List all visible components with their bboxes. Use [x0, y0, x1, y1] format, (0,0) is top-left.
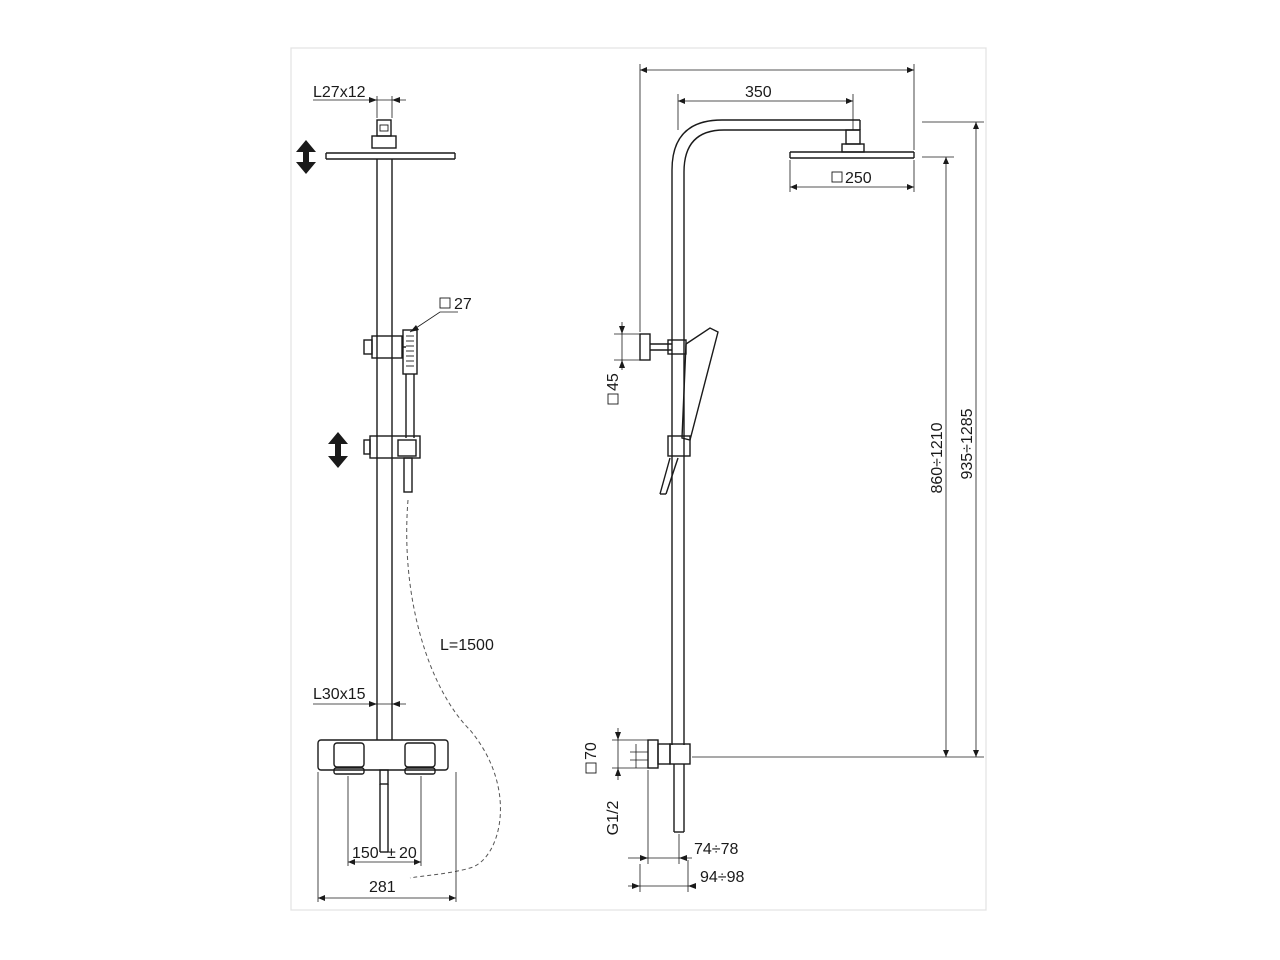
label-inlet-tolerance: 20: [399, 845, 417, 862]
dim-height-range-2: 935÷1285: [922, 121, 984, 757]
dim-bracket-size: 45: [605, 322, 640, 405]
dim-bar-section: L30x15: [313, 686, 406, 707]
label-head-size: 250: [845, 170, 872, 187]
dim-arm-section: L27x12: [313, 84, 406, 118]
dim-head-size: 250: [789, 160, 915, 192]
label-height-range-2: 935÷1285: [959, 408, 976, 479]
front-view: L27x12 27 L=1500 L30x15 150 ± 20: [296, 84, 501, 902]
dim-height-range-1: 860÷1210: [692, 156, 984, 758]
label-mixer-size: 70: [583, 742, 600, 760]
front-riser-bar: [376, 159, 393, 740]
label-bar-section: L30x15: [313, 686, 366, 703]
label-connection: G1/2: [605, 801, 622, 836]
label-hose-length: L=1500: [440, 637, 494, 654]
side-hand-shower: [659, 327, 719, 495]
front-adjust-arrow-lower: [328, 432, 348, 468]
dim-mixer-width: 281: [317, 772, 457, 902]
dim-mixer-size: 70: [583, 728, 648, 780]
label-height-range-1: 860÷1210: [929, 422, 946, 493]
front-hose: [406, 499, 501, 879]
front-mixer: [317, 739, 449, 853]
label-inlet-spacing: 150: [352, 845, 379, 862]
side-mixer: [647, 739, 691, 833]
dim-connection: G1/2: [605, 744, 648, 835]
label-arm-section: L27x12: [313, 84, 366, 101]
plus-minus-symbol: ±: [387, 845, 396, 862]
label-bracket-size: 45: [605, 373, 622, 391]
side-riser-arm: [671, 119, 861, 745]
label-handshower-section: 27: [454, 296, 472, 313]
label-mixer-width: 281: [369, 879, 396, 896]
front-adjust-arrow-upper: [296, 140, 316, 174]
front-hand-shower: [402, 329, 418, 438]
side-shower-head: [789, 129, 915, 159]
dim-handshower-section: 27: [409, 296, 472, 333]
front-shower-head: [325, 119, 456, 160]
label-offset-range-1: 74÷78: [694, 841, 738, 858]
side-wall-bracket: [639, 333, 687, 361]
front-upper-slider: [363, 335, 406, 359]
label-offset-range-2: 94÷98: [700, 869, 744, 886]
front-lower-slider: [363, 435, 421, 493]
dim-offset-range-1: 74÷78: [628, 770, 738, 864]
label-arm-projection: 350: [745, 84, 772, 101]
dim-offset-range-2: 94÷98: [628, 860, 744, 892]
drawing-frame: [290, 47, 987, 911]
side-view: 350 250 45 860÷1210: [583, 64, 984, 892]
dim-overall-projection: [639, 64, 915, 332]
dim-arm-projection: 350: [677, 84, 854, 130]
dim-inlet-spacing: 150 ± 20: [347, 776, 422, 866]
